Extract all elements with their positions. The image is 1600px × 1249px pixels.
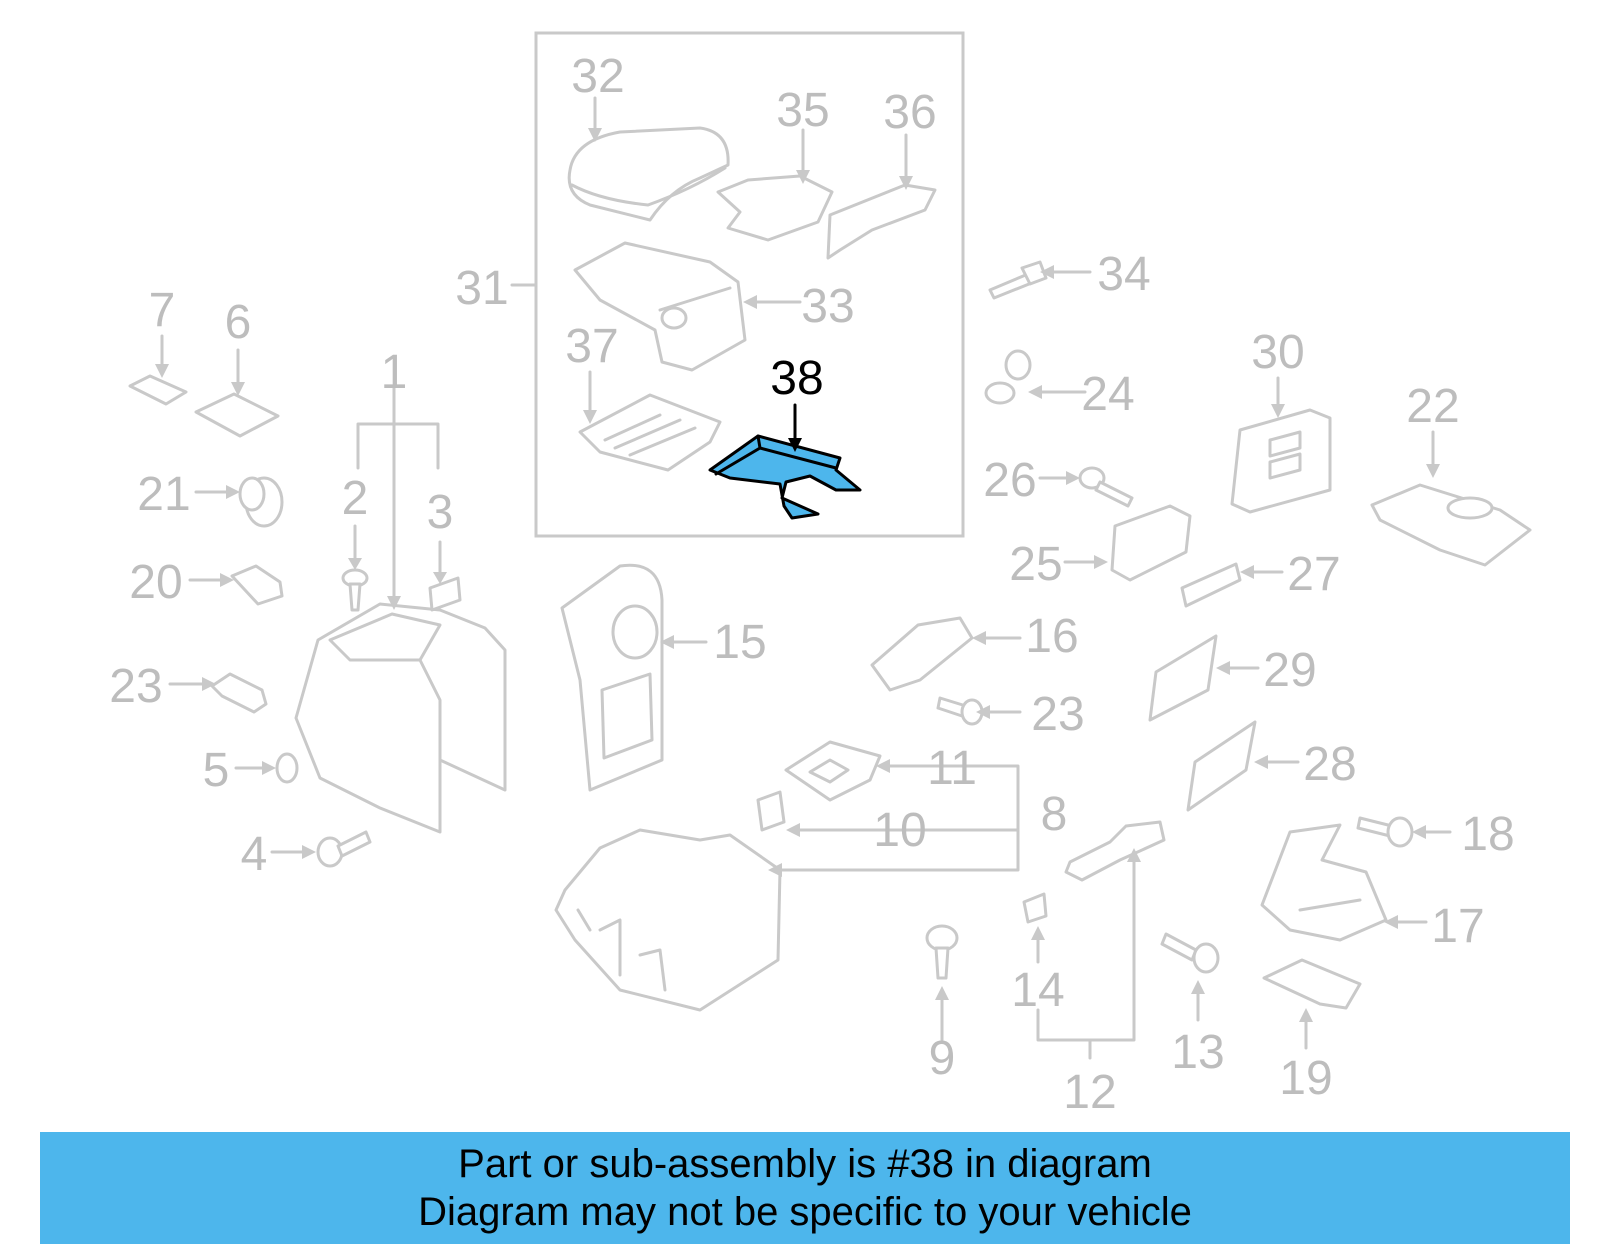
callout-32: 32: [571, 50, 624, 103]
part-32-armrest-lid: [567, 126, 730, 222]
callout-10: 10: [873, 804, 926, 857]
part-21-grommet: [238, 476, 284, 528]
part-16-handle: [870, 616, 974, 692]
part-6-pad: [194, 392, 280, 438]
callout-26: 26: [983, 454, 1036, 507]
part-29-panel: [1148, 634, 1218, 722]
callout-14: 14: [1011, 964, 1064, 1017]
part-15-trim-panel: [560, 563, 664, 792]
part-13-bolt: [1160, 932, 1220, 974]
callout-18: 18: [1461, 808, 1514, 861]
callout-11: 11: [927, 742, 977, 795]
callout-12: 12: [1063, 1066, 1116, 1119]
part-23-fastener-right: [936, 696, 984, 726]
part-4-bolt: [316, 830, 372, 868]
part-10-pad: [756, 790, 786, 832]
callout-8: 8: [1041, 788, 1068, 841]
banner-line-disclaimer: Diagram may not be specific to your vehi…: [418, 1190, 1192, 1234]
part-7-pad: [128, 374, 188, 406]
callout-3: 3: [427, 486, 454, 539]
callout-2: 2: [342, 472, 369, 525]
callout-35: 35: [776, 84, 829, 137]
callout-34: 34: [1097, 248, 1150, 301]
part-24-nut: [984, 349, 1032, 405]
callout-17: 17: [1431, 900, 1484, 953]
part-25-cup-holder: [1110, 504, 1192, 582]
callout-16: 16: [1025, 610, 1078, 663]
callout-27: 27: [1287, 548, 1340, 601]
part-22-console-top: [1370, 483, 1532, 567]
callout-20: 20: [129, 556, 182, 609]
part-1-console-bracket: [294, 602, 507, 834]
part-9-screw: [925, 924, 959, 980]
part-2-pin: [341, 568, 369, 612]
part-28-panel: [1186, 720, 1257, 812]
callout-36: 36: [883, 86, 936, 139]
callout-7: 7: [149, 284, 176, 337]
part-27-clip: [1180, 562, 1242, 608]
part-38-highlighted: [708, 434, 862, 520]
part-23-fastener-left: [210, 672, 268, 714]
callout-31: 31: [455, 262, 508, 315]
part-12-bracket: [1064, 820, 1166, 882]
callout-29: 29: [1263, 644, 1316, 697]
part-30-module: [1230, 408, 1332, 514]
part-37-tray: [578, 393, 722, 472]
callout-labels: 1 2 3 4 5 6 7 8 9 10 11 12 13 14 15 16 1…: [109, 50, 1514, 1119]
callout-6: 6: [225, 296, 252, 349]
callout-33: 33: [801, 280, 854, 333]
callout-23-right: 23: [1031, 688, 1084, 741]
part-14-clip: [1022, 892, 1048, 924]
callout-22: 22: [1406, 380, 1459, 433]
part-34-bolt: [988, 260, 1048, 300]
callout-38-highlighted: 38: [770, 352, 823, 405]
callout-19: 19: [1279, 1052, 1332, 1105]
part-33-armrest-base: [573, 241, 747, 372]
callout-1: 1: [381, 346, 408, 399]
callout-30: 30: [1251, 326, 1304, 379]
callout-4: 4: [241, 828, 268, 881]
part-35-bracket: [716, 174, 834, 242]
callout-13: 13: [1171, 1026, 1224, 1079]
banner-line-part: Part or sub-assembly is #38 in diagram: [458, 1142, 1152, 1186]
part-26-pin: [1078, 466, 1134, 508]
callout-15: 15: [713, 616, 766, 669]
part-20-clip: [230, 564, 284, 606]
part-8-console-body: [554, 828, 782, 1012]
part-18-bolt: [1356, 816, 1414, 848]
callout-23-left: 23: [109, 660, 162, 713]
callout-21: 21: [137, 468, 190, 521]
callout-28: 28: [1303, 738, 1356, 791]
part-11-mat: [784, 740, 882, 802]
info-banner: Part or sub-assembly is #38 in diagram D…: [40, 1132, 1570, 1244]
callout-5: 5: [203, 744, 230, 797]
part-3-clip: [428, 576, 462, 612]
callout-25: 25: [1009, 538, 1062, 591]
callout-37: 37: [565, 320, 618, 373]
part-17-cup-holder-insert: [1260, 823, 1388, 942]
part-36-latch: [826, 183, 937, 260]
callout-9: 9: [929, 1032, 956, 1085]
part-19-pad: [1262, 958, 1362, 1010]
callout-24: 24: [1081, 368, 1134, 421]
part-5-oring: [275, 752, 299, 784]
